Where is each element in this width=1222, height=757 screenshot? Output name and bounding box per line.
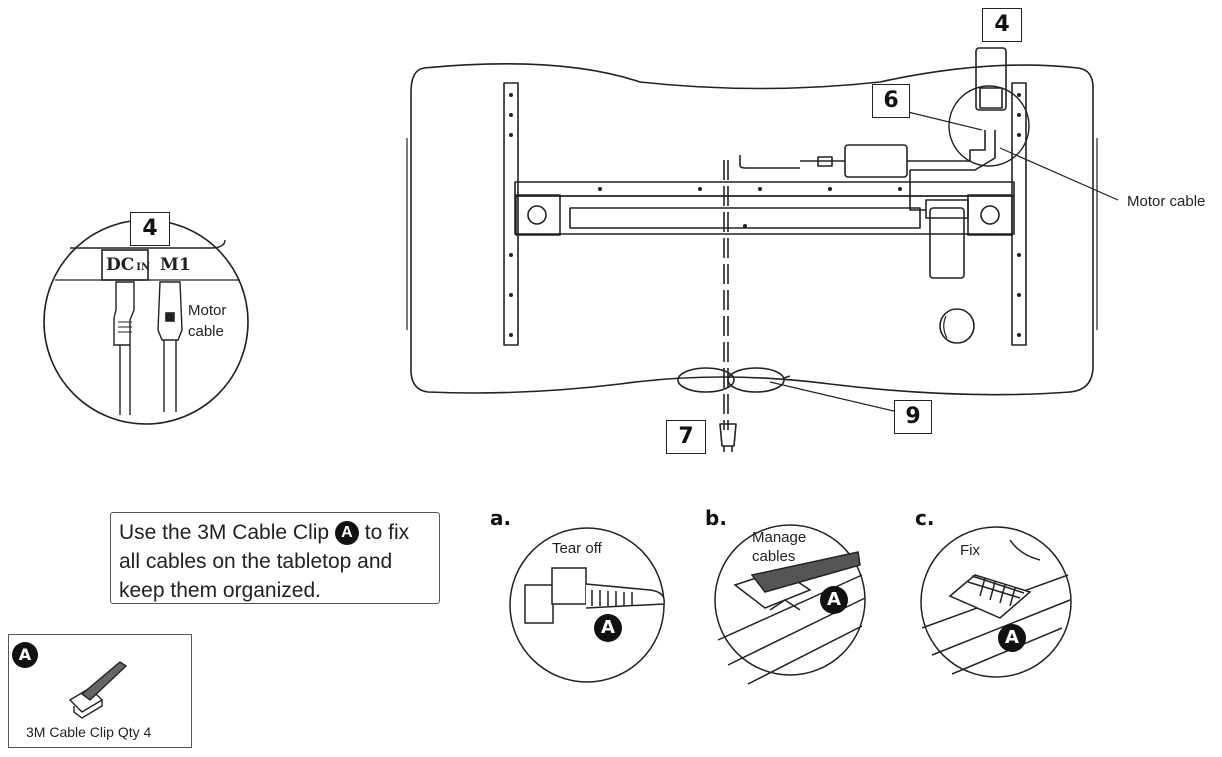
tabletop-outline	[410, 62, 1094, 396]
part-box	[8, 634, 192, 748]
callout-4-top: 4	[982, 8, 1022, 42]
control-box	[975, 47, 1007, 111]
step-c-letter: c.	[915, 506, 935, 530]
callout-6: 6	[872, 84, 910, 118]
motor-cable-inset-label: Motor cable	[188, 302, 227, 340]
cable-clip-illustration	[68, 661, 128, 719]
motor	[929, 207, 965, 279]
step-a-caption: Tear off	[552, 540, 602, 557]
instruction-text-before: Use the 3M Cable Clip	[119, 521, 330, 544]
grommet-hole	[939, 308, 975, 344]
instruction-text-after: to fix all cables on the tabletop and ke…	[119, 521, 410, 602]
step-b-circle	[714, 524, 866, 676]
step-b-letter: b.	[705, 506, 727, 530]
callout-9: 9	[894, 400, 932, 434]
motor-cable-label: Motor cable	[1127, 193, 1206, 210]
crossbeam	[514, 181, 1015, 197]
step-a-badge: A	[594, 614, 622, 642]
instruction-badge-a: A	[334, 521, 359, 545]
step-c-circle	[920, 526, 1072, 678]
step-a-circle	[509, 527, 665, 683]
step-a-letter: a.	[490, 506, 512, 530]
power-adapter	[844, 144, 908, 178]
step-c-caption: Fix	[960, 542, 980, 559]
step-b-caption: Manage cables	[752, 529, 807, 565]
left-leg-rail	[503, 82, 519, 346]
callout-4-inset: 4	[130, 212, 170, 246]
step-c-badge: A	[998, 624, 1026, 652]
step-b-badge: A	[820, 586, 848, 614]
callout-7: 7	[666, 420, 706, 454]
port-m1-label: M1	[160, 255, 191, 275]
power-plug	[719, 423, 737, 447]
instruction-box: Use the 3M Cable Clip A to fix all cable…	[110, 512, 440, 604]
part-caption: 3M Cable Clip Qty 4	[26, 724, 152, 740]
part-badge: A	[12, 642, 38, 668]
